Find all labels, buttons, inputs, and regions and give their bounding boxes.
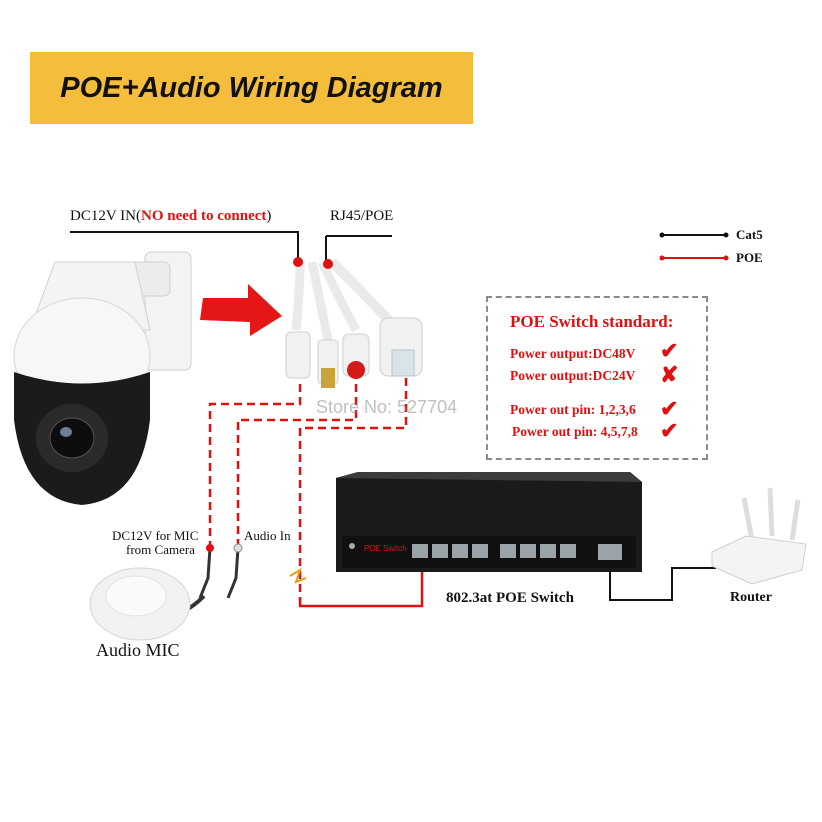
check-icon: ✔ bbox=[660, 396, 679, 421]
standard-item: Power out pin: 1,2,3,6 bbox=[510, 402, 636, 417]
title-banner: POE+Audio Wiring Diagram bbox=[30, 52, 473, 124]
standard-item: Power output:DC24V bbox=[510, 368, 636, 383]
legend-lines bbox=[659, 232, 729, 261]
audio-mic bbox=[89, 543, 243, 641]
ptz-camera bbox=[13, 251, 192, 505]
diagram-title: POE+Audio Wiring Diagram bbox=[60, 72, 443, 104]
standard-item: Power output:DC48V bbox=[510, 346, 636, 361]
router-label: Router bbox=[730, 590, 772, 605]
switch-model-label: 802.3at POE Switch bbox=[446, 590, 574, 606]
check-icon: ✔ bbox=[660, 338, 679, 363]
dashed-poe-wiring bbox=[208, 378, 408, 600]
check-icon: ✔ bbox=[660, 418, 679, 443]
poe-standard-box bbox=[486, 296, 708, 460]
audio-mic-label: Audio MIC bbox=[96, 640, 180, 660]
red-arrow bbox=[200, 284, 282, 336]
standard-item: Power out pin: 4,5,7,8 bbox=[512, 424, 638, 439]
poe-standard-title: POE Switch standard: bbox=[510, 312, 674, 331]
audio-in-label: Audio In bbox=[244, 528, 291, 543]
rj45-label: RJ45/POE bbox=[330, 208, 394, 224]
legend-poe: POE bbox=[736, 250, 763, 265]
cross-icon: ✘ bbox=[660, 362, 679, 387]
dc12v-mic-label-line2: from Camera bbox=[126, 542, 195, 557]
dc12v-mic-label-line1: DC12V for MIC bbox=[112, 528, 199, 543]
switch-badge: POE Switch bbox=[364, 544, 407, 553]
store-watermark: Store No: 527704 bbox=[316, 397, 458, 417]
dc12v-in-label: DC12V IN(NO need to connect) bbox=[70, 208, 272, 224]
legend-cat5: Cat5 bbox=[736, 227, 763, 242]
poe-switch bbox=[336, 472, 642, 572]
router bbox=[711, 487, 807, 585]
camera-cable-bundle bbox=[285, 257, 423, 388]
